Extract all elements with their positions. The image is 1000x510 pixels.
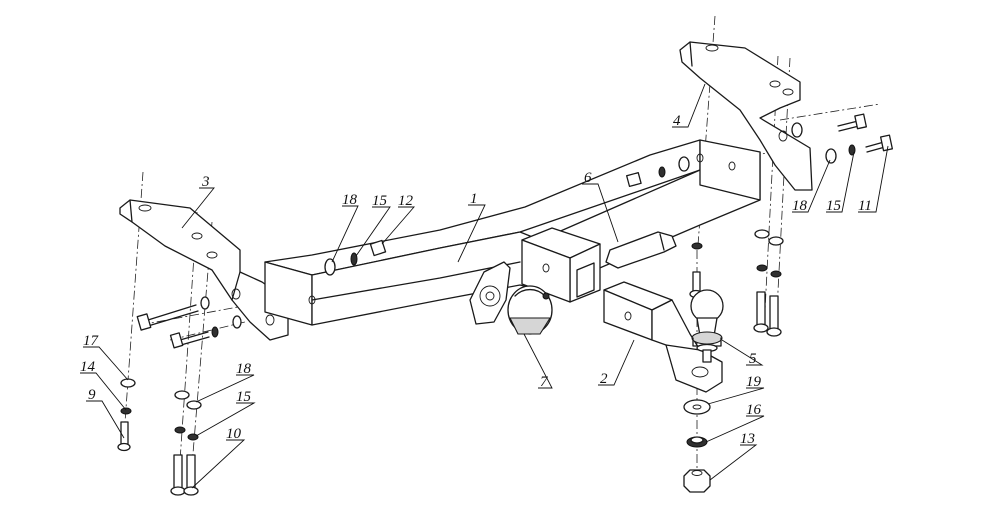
label-part-9: 9 <box>88 387 96 403</box>
part-labels: 1 2 3 4 5 6 7 9 10 11 12 13 14 15 15 15 … <box>80 113 872 447</box>
right-side-fasteners <box>626 113 893 337</box>
label-part-19: 19 <box>746 374 762 390</box>
label-part-4: 4 <box>673 113 681 129</box>
label-part-6: 6 <box>584 170 592 186</box>
label-part-17: 17 <box>83 333 100 349</box>
left-stack-fasteners <box>324 239 387 276</box>
label-part-15a: 15 <box>372 193 388 209</box>
right-mounting-bracket <box>679 41 813 191</box>
tow-ball <box>690 289 724 363</box>
ball-fasteners <box>683 399 711 493</box>
label-part-15b: 15 <box>826 198 842 214</box>
label-part-13: 13 <box>740 431 755 447</box>
label-part-10: 10 <box>226 426 242 442</box>
ball-mount-drawbar <box>603 281 723 393</box>
safety-loop <box>605 231 677 269</box>
label-part-16: 16 <box>746 402 762 418</box>
left-side-fasteners <box>117 296 242 496</box>
label-part-2: 2 <box>600 371 608 387</box>
label-part-5: 5 <box>749 351 757 367</box>
label-part-12: 12 <box>398 193 414 209</box>
label-part-1: 1 <box>470 191 478 207</box>
label-leaders <box>80 83 889 489</box>
electrical-socket <box>469 261 553 335</box>
label-part-18b: 18 <box>792 198 808 214</box>
left-mounting-bracket <box>119 199 289 341</box>
label-part-3: 3 <box>201 174 210 190</box>
label-part-18c: 18 <box>236 361 252 377</box>
label-part-15c: 15 <box>236 389 252 405</box>
label-part-14: 14 <box>80 359 96 375</box>
label-part-7: 7 <box>540 374 549 390</box>
label-part-18a: 18 <box>342 192 358 208</box>
label-part-11: 11 <box>858 198 872 214</box>
